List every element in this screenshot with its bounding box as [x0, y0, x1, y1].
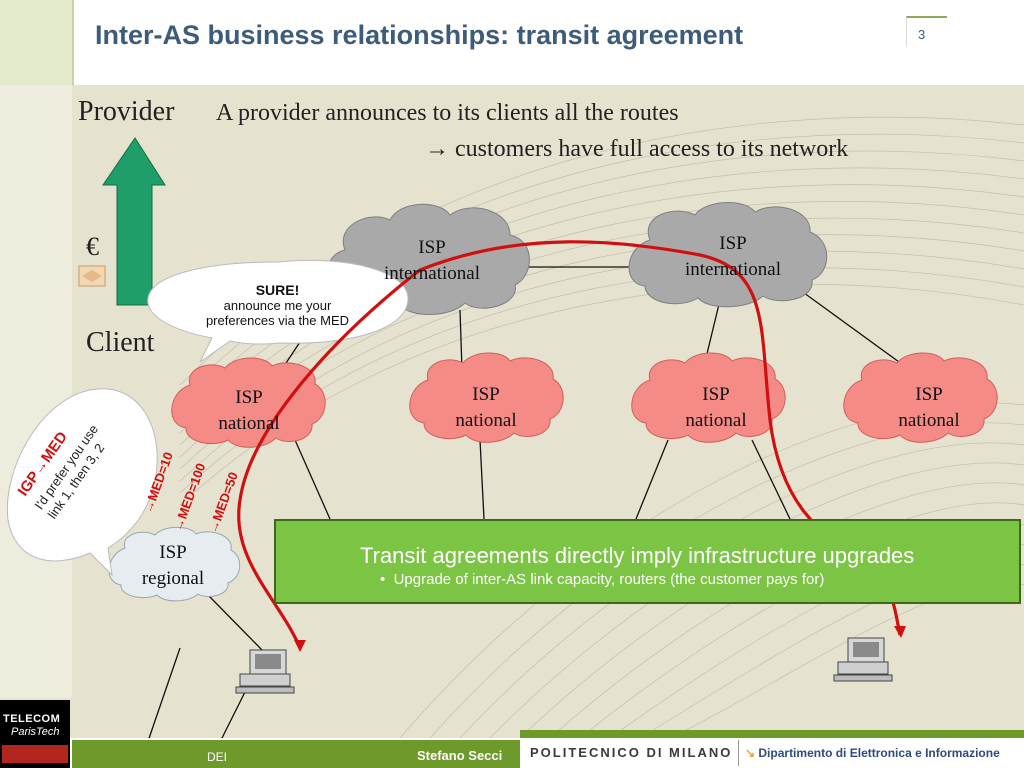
intro-line-2-text: customers have full access to its networ…: [455, 136, 849, 162]
page-number: 3: [918, 27, 926, 42]
speech-bubble-igp: [6, 388, 158, 577]
transit-callout-title: Transit agreements directly imply infras…: [360, 543, 915, 568]
cloud-label-line: ISP: [719, 233, 747, 254]
page-title: Inter-AS business relationships: transit…: [95, 20, 744, 50]
cloud-label-line: national: [898, 410, 960, 431]
footer-green-band: [72, 740, 520, 768]
transit-callout-bullet: • Upgrade of inter-AS link capacity, rou…: [380, 571, 824, 588]
provider-label: Provider: [78, 96, 175, 127]
footer-dei: DEI: [207, 750, 228, 764]
computer-icon-right: [833, 637, 893, 682]
computer-icon-left: [235, 649, 295, 694]
route-arrowhead-right: [894, 626, 906, 638]
footer-department: ↘ Dipartimento di Elettronica e Informaz…: [745, 746, 1000, 760]
cloud-label-international-2: ISP international: [673, 231, 793, 283]
client-label: Client: [86, 327, 155, 358]
cloud-isp-national-4: [843, 352, 998, 443]
page-number-box: [906, 16, 947, 46]
cloud-isp-national-1: [171, 357, 326, 448]
cloud-label-national-2: ISP national: [445, 382, 527, 434]
cloud-label-line: national: [218, 413, 280, 434]
transit-callout-bullet-text: Upgrade of inter-AS link capacity, route…: [393, 571, 825, 588]
transit-callout-box: Transit agreements directly imply infras…: [274, 519, 1021, 604]
logo-text-telecom: TELECOM: [3, 713, 61, 725]
cloud-label-line: national: [455, 410, 517, 431]
cloud-label-national-3: ISP national: [675, 382, 757, 434]
handshake-icon: [78, 265, 106, 287]
cloud-label-line: ISP: [418, 237, 446, 258]
left-side-strip: [0, 85, 72, 698]
cloud-isp-national-2: [409, 352, 564, 443]
footer-department-text: Dipartimento di Elettronica e Informazio…: [758, 746, 1000, 760]
intro-line-2: → customers have full access to its netw…: [425, 136, 848, 163]
cloud-label-line: national: [685, 410, 747, 431]
euro-symbol: €: [86, 232, 99, 261]
cloud-isp-national-3: [631, 352, 786, 443]
speech-sure-title: SURE!: [255, 282, 300, 298]
logo-text-paristech: ParisTech: [11, 726, 60, 738]
cloud-label-line: ISP: [159, 542, 187, 563]
cloud-label-line: regional: [141, 568, 205, 589]
speech-sure-body: announce me your preferences via the MED: [205, 298, 350, 328]
bullet-dot-icon: •: [380, 571, 394, 588]
cloud-label-line: ISP: [472, 384, 500, 405]
cloud-label-international-1: ISP international: [372, 235, 492, 287]
header-left-band: [0, 0, 72, 85]
footer-top-accent: [520, 730, 1024, 738]
cloud-label-line: ISP: [915, 384, 943, 405]
route-arrowhead-left: [294, 640, 306, 652]
intro-line-1: A provider announces to its clients all …: [216, 100, 679, 126]
cloud-label-regional: ISP regional: [132, 540, 214, 592]
cloud-label-national-4: ISP national: [888, 382, 970, 434]
cloud-label-line: ISP: [702, 384, 730, 405]
cloud-label-line: international: [684, 259, 782, 280]
header-divider: [72, 0, 74, 85]
logo-red-band: [2, 745, 68, 763]
provider-arrow: [102, 137, 166, 306]
cloud-isp-international-2: [628, 202, 828, 308]
arrow-icon: →: [425, 136, 449, 162]
footer-divider: [738, 740, 739, 766]
department-arrow-icon: ↘: [745, 746, 759, 760]
cloud-isp-regional: [108, 526, 241, 602]
footer-author: Stefano Secci: [417, 748, 503, 763]
speech-sure-text: SURE! announce me your preferences via t…: [195, 282, 360, 328]
cloud-label-line: ISP: [235, 387, 263, 408]
cloud-label-line: international: [383, 263, 481, 284]
cloud-label-national-1: ISP national: [208, 385, 290, 437]
footer-institution: POLITECNICO DI MILANO: [530, 745, 733, 760]
